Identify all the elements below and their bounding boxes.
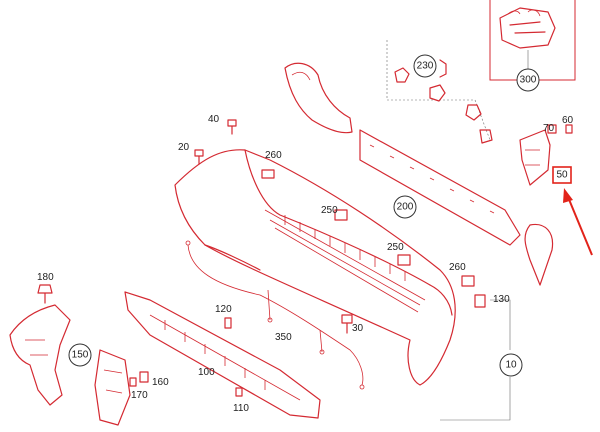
callout-260-b[interactable]: 260 bbox=[449, 262, 466, 273]
callout-150[interactable]: 150 bbox=[68, 343, 92, 367]
svg-text:150: 150 bbox=[72, 350, 89, 361]
callout-30[interactable]: 30 bbox=[352, 323, 364, 334]
callout-100[interactable]: 100 bbox=[198, 367, 215, 378]
small-fasteners bbox=[37, 119, 573, 397]
callout-40[interactable]: 40 bbox=[208, 114, 220, 125]
callout-130[interactable]: 130 bbox=[493, 294, 510, 305]
kit-box-300 bbox=[489, 0, 576, 81]
fastener-group-230 bbox=[386, 40, 493, 144]
corner-bracket-upper bbox=[284, 62, 353, 134]
side-bracket-right bbox=[519, 129, 554, 286]
callout-250-b[interactable]: 250 bbox=[387, 242, 404, 253]
reinforcement-bar bbox=[359, 129, 521, 246]
callout-300[interactable]: 300 bbox=[516, 68, 540, 92]
svg-text:200: 200 bbox=[397, 202, 414, 213]
bumper-cover bbox=[174, 149, 456, 386]
attention-arrow bbox=[563, 188, 593, 256]
callout-230[interactable]: 230 bbox=[413, 54, 437, 78]
lower-trim bbox=[124, 291, 321, 419]
svg-text:300: 300 bbox=[520, 75, 537, 86]
callout-180[interactable]: 180 bbox=[37, 272, 54, 283]
callout-50-highlight[interactable]: 50 bbox=[552, 166, 572, 184]
callout-250-a[interactable]: 250 bbox=[321, 205, 338, 216]
svg-text:10: 10 bbox=[505, 360, 517, 371]
svg-text:230: 230 bbox=[417, 61, 434, 72]
callout-60[interactable]: 60 bbox=[562, 115, 574, 126]
callout-20[interactable]: 20 bbox=[178, 142, 190, 153]
callout-70[interactable]: 70 bbox=[543, 123, 555, 134]
callout-120[interactable]: 120 bbox=[215, 304, 232, 315]
callout-170[interactable]: 170 bbox=[131, 390, 148, 401]
callout-10[interactable]: 10 bbox=[499, 353, 523, 377]
callout-350[interactable]: 350 bbox=[275, 332, 292, 343]
wiring-harness-350 bbox=[185, 240, 365, 390]
callout-260-a[interactable]: 260 bbox=[265, 150, 282, 161]
side-bracket-left bbox=[9, 304, 131, 426]
svg-text:50: 50 bbox=[556, 170, 568, 181]
callout-110[interactable]: 110 bbox=[233, 403, 249, 414]
callout-200[interactable]: 200 bbox=[393, 195, 417, 219]
assembly-bracket-10 bbox=[440, 299, 511, 421]
callout-160[interactable]: 160 bbox=[152, 377, 169, 388]
